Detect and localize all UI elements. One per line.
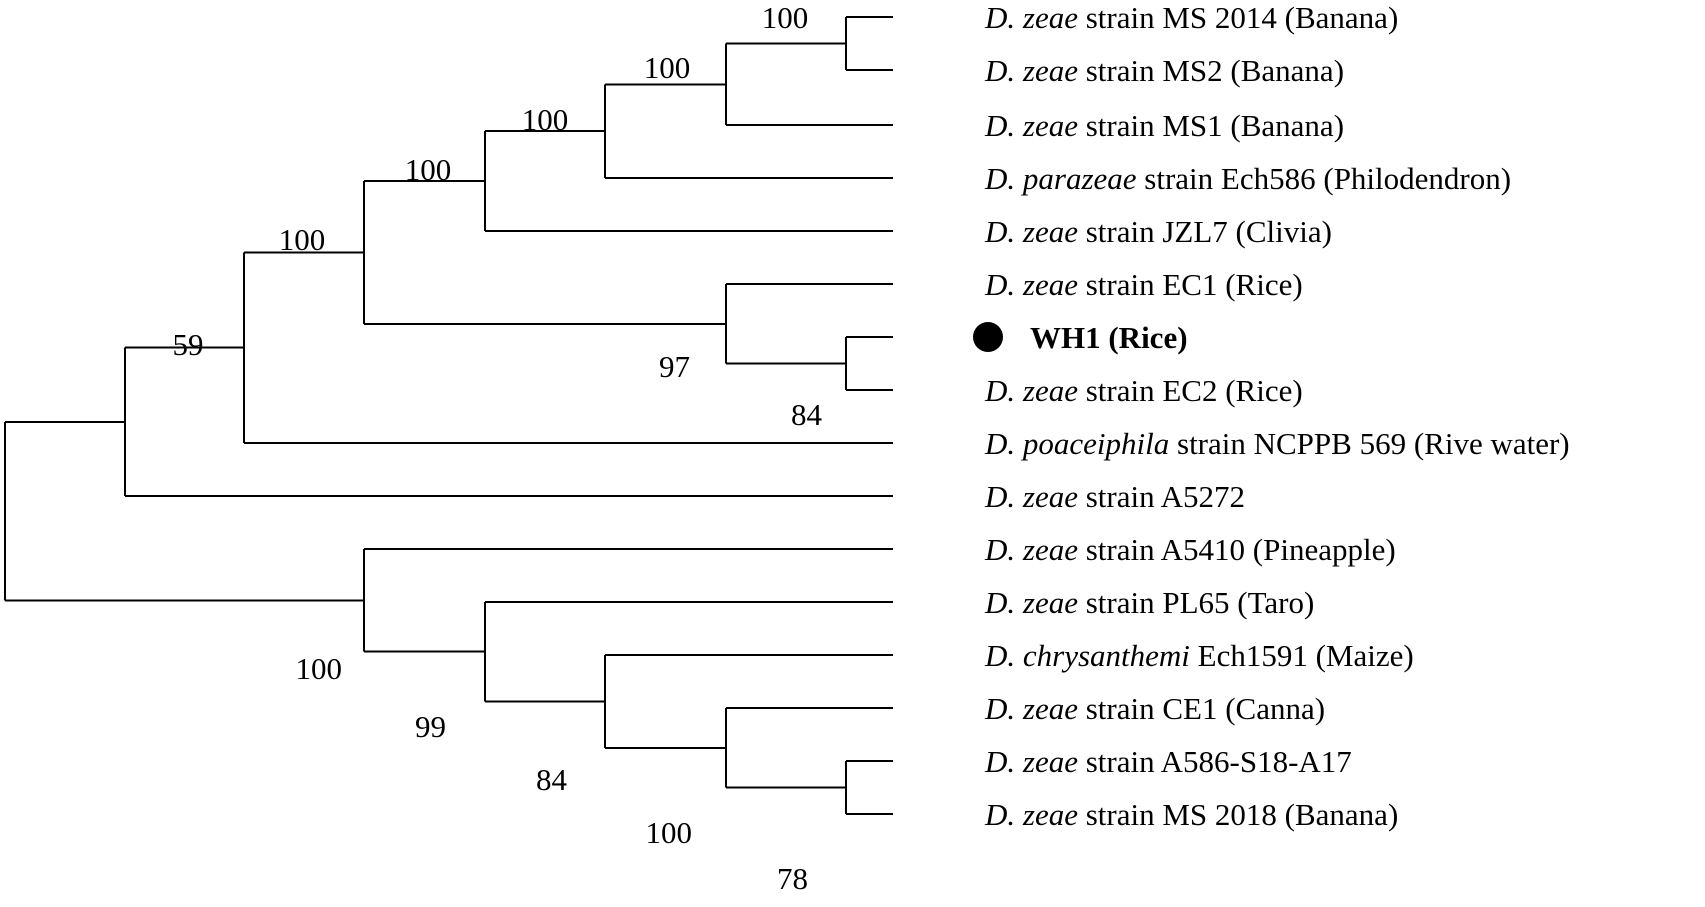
bootstrap-value-n_jzl7: 100 <box>405 152 452 187</box>
taxon-label-t15: D. zeae strain A586-S18-A17 <box>984 744 1352 779</box>
taxon-strain: strain MS1 (Banana) <box>1078 108 1344 143</box>
taxon-label-t3: D. zeae strain MS1 (Banana) <box>984 108 1344 143</box>
taxon-strain: strain EC2 (Rice) <box>1078 373 1303 408</box>
bootstrap-value-n_59: 59 <box>173 327 204 362</box>
bootstrap-value-n_upper: 100 <box>279 222 326 257</box>
taxon-strain: strain MS 2014 (Banana) <box>1078 0 1398 35</box>
bootstrap-value-n_rice: 97 <box>659 349 690 384</box>
taxon-genus: D. chrysanthemi <box>984 638 1190 673</box>
taxon-labels: D. zeae strain MS 2014 (Banana)D. zeae s… <box>973 0 1570 832</box>
bootstrap-value-n_lower: 100 <box>296 651 343 686</box>
taxon-genus: D. zeae <box>984 373 1078 408</box>
taxon-genus: D. zeae <box>984 532 1078 567</box>
taxon-genus: D. zeae <box>984 479 1078 514</box>
taxon-label-t14: D. zeae strain CE1 (Canna) <box>984 691 1325 726</box>
taxon-strain: strain A5272 <box>1078 479 1245 514</box>
taxon-strain: strain Ech586 (Philodendron) <box>1137 161 1512 196</box>
taxon-genus: D. zeae <box>984 0 1078 35</box>
taxon-label-t1: D. zeae strain MS 2014 (Banana) <box>984 0 1398 35</box>
taxon-label-t4: D. parazeae strain Ech586 (Philodendron) <box>984 161 1511 196</box>
taxon-strain: strain A586-S18-A17 <box>1078 744 1352 779</box>
tree-branches <box>4 16 893 815</box>
taxon-label-t13: D. chrysanthemi Ech1591 (Maize) <box>984 638 1414 673</box>
bootstrap-value-n_78: 78 <box>777 861 808 896</box>
taxon-label-t16: D. zeae strain MS 2018 (Banana) <box>984 797 1398 832</box>
taxon-label-t2: D. zeae strain MS2 (Banana) <box>984 53 1344 88</box>
taxon-strain: Ech1591 (Maize) <box>1190 638 1414 673</box>
taxon-genus: D. zeae <box>984 744 1078 779</box>
bootstrap-value-n_ms: 100 <box>644 50 691 85</box>
bootstrap-value-n_parazeae: 100 <box>522 102 569 137</box>
bootstrap-value-n_99: 99 <box>415 709 446 744</box>
taxon-genus: D. zeae <box>984 585 1078 620</box>
taxon-label-t12: D. zeae strain PL65 (Taro) <box>984 585 1314 620</box>
taxon-strain: strain PL65 (Taro) <box>1078 585 1314 620</box>
taxon-genus: D. zeae <box>984 691 1078 726</box>
taxon-strain: strain A5410 (Pineapple) <box>1078 532 1396 567</box>
taxon-label-t5: D. zeae strain JZL7 (Clivia) <box>984 214 1332 249</box>
taxon-label-t9: D. poaceiphila strain NCPPB 569 (Rive wa… <box>984 426 1570 461</box>
taxon-strain: strain CE1 (Canna) <box>1078 691 1325 726</box>
taxon-label-t11: D. zeae strain A5410 (Pineapple) <box>984 532 1396 567</box>
bootstrap-value-n_wh1_ec2: 84 <box>791 397 823 432</box>
taxon-label-t8: D. zeae strain EC2 (Rice) <box>984 373 1303 408</box>
taxon-label-t10: D. zeae strain A5272 <box>984 479 1245 514</box>
taxon-genus: D. zeae <box>984 214 1078 249</box>
taxon-strain: WH1 (Rice) <box>1030 320 1188 355</box>
taxon-strain: strain MS2 (Banana) <box>1078 53 1344 88</box>
bootstrap-value-n_ms2014_ms2: 100 <box>762 0 809 35</box>
taxon-strain: strain MS 2018 (Banana) <box>1078 797 1398 832</box>
bootstrap-value-n_84b: 84 <box>536 762 568 797</box>
taxon-strain: strain EC1 (Rice) <box>1078 267 1303 302</box>
taxon-genus: D. zeae <box>984 53 1078 88</box>
bootstrap-labels: 100 100 100 100 100 59 97 84 100 99 84 100 78 <box>173 0 823 896</box>
taxon-genus: D. zeae <box>984 108 1078 143</box>
highlight-dot-icon <box>973 322 1003 352</box>
taxon-strain: strain NCPPB 569 (Rive water) <box>1169 426 1569 461</box>
taxon-genus: D. zeae <box>984 797 1078 832</box>
taxon-genus: D. poaceiphila <box>984 426 1169 461</box>
taxon-genus: D. zeae <box>984 267 1078 302</box>
taxon-strain: strain JZL7 (Clivia) <box>1078 214 1332 249</box>
taxon-genus: D. parazeae <box>984 161 1137 196</box>
bootstrap-value-n_ce1: 100 <box>646 815 693 850</box>
taxon-label-t6: D. zeae strain EC1 (Rice) <box>984 267 1303 302</box>
taxon-label-t7: WH1 (Rice) <box>1030 320 1188 355</box>
